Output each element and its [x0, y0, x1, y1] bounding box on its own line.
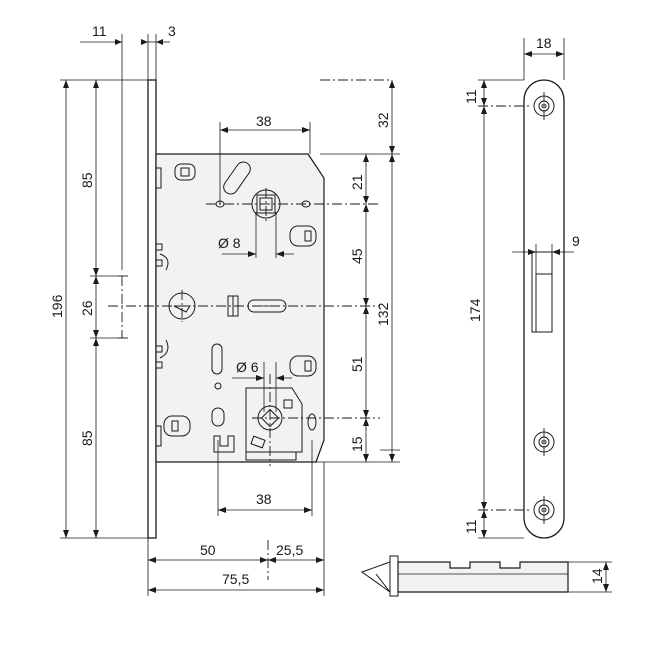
dim-latch-14: 14 — [589, 568, 605, 584]
mounting-hole — [163, 415, 191, 437]
strike-plate — [523, 79, 565, 539]
hook-part — [213, 435, 235, 453]
latch-bolt-tip — [360, 561, 391, 593]
dim-strike-9: 9 — [572, 233, 580, 249]
latch-spring — [159, 253, 169, 271]
dim-body-38-bottom: 38 — [256, 491, 272, 507]
small-hole — [214, 382, 222, 390]
strike-opening-inner — [535, 273, 553, 333]
mounting-hole-inner — [180, 167, 190, 177]
mounting-hole-inner — [171, 420, 179, 432]
lock-case — [155, 153, 325, 463]
faceplate-screw — [155, 259, 163, 267]
dim-bottom-50: 50 — [200, 542, 216, 558]
dim-strike-18: 18 — [536, 35, 552, 51]
mounting-hole-inner — [304, 360, 312, 372]
dim-right-51: 51 — [349, 356, 365, 372]
dim-body-38-top: 38 — [256, 113, 272, 129]
dim-left-26: 26 — [79, 300, 95, 316]
dim-bottom-75-5: 75,5 — [222, 571, 249, 587]
latch-bolt-shaft — [397, 561, 569, 593]
dim-right-15: 15 — [349, 436, 365, 452]
wc-spindle — [260, 408, 280, 428]
faceplate-tab — [155, 425, 162, 447]
dim-right-45: 45 — [349, 248, 365, 264]
wc-detail — [283, 399, 293, 409]
dim-bottom-25-5: 25,5 — [276, 542, 303, 558]
dim-right-132: 132 — [375, 302, 391, 326]
mounting-hole — [289, 225, 317, 247]
latch-spring — [159, 339, 169, 359]
latch-bolt-head — [389, 555, 399, 597]
wc-detail — [250, 435, 266, 449]
dim-left-85-bottom: 85 — [79, 430, 95, 446]
spring-slot — [223, 161, 251, 195]
dim-dia-6: Ø 6 — [236, 359, 259, 375]
dim-right-21: 21 — [349, 174, 365, 190]
slot — [211, 343, 223, 375]
dim-strike-174: 174 — [467, 298, 483, 322]
small-hole — [307, 413, 317, 431]
faceplate-screw — [155, 345, 163, 353]
mounting-hole — [289, 355, 317, 377]
dim-strike-11-bottom: 11 — [463, 519, 479, 534]
dim-left-85-top: 85 — [79, 172, 95, 188]
slot — [211, 407, 225, 427]
dim-top-11: 11 — [92, 23, 107, 39]
wc-turn-plate — [245, 387, 303, 453]
dim-left-196: 196 — [49, 294, 65, 318]
faceplate-screw — [155, 361, 163, 369]
faceplate-screw — [155, 243, 163, 251]
wc-base — [245, 451, 297, 461]
dim-top-3: 3 — [168, 23, 176, 39]
lock-faceplate — [147, 79, 157, 539]
dim-strike-11-top: 11 — [463, 89, 479, 104]
mounting-hole — [174, 163, 196, 181]
dim-dia-8: Ø 8 — [218, 235, 241, 251]
mounting-hole-inner — [304, 230, 312, 242]
dim-right-32: 32 — [375, 112, 391, 128]
faceplate-tab — [155, 167, 162, 189]
